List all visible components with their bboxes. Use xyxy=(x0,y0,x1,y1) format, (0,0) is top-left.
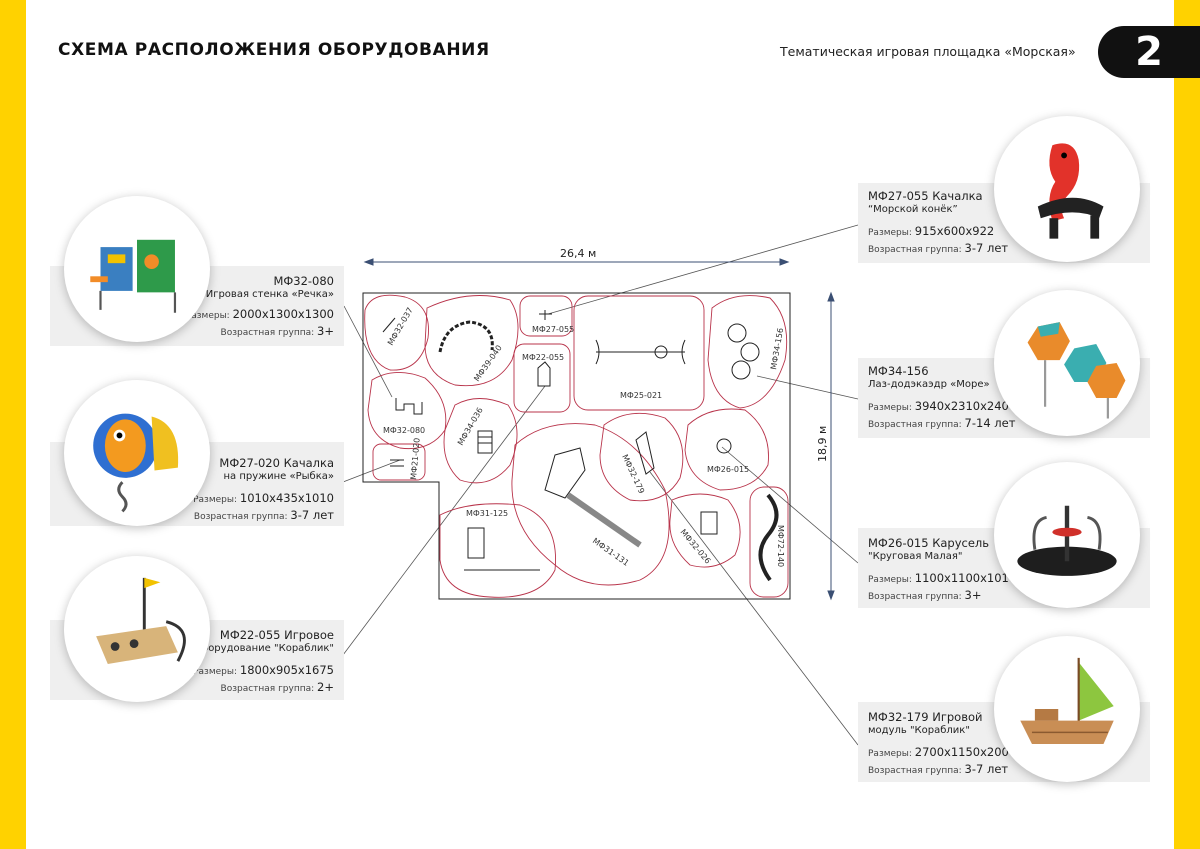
card-age: 3+ xyxy=(317,324,334,338)
site-outline xyxy=(362,292,791,600)
size-label: Размеры: xyxy=(193,667,238,677)
card-name: Лаз-додэкаэдр «Море» xyxy=(868,379,990,390)
card-name: “Морской конёк” xyxy=(868,204,958,215)
zone-label-mf21-020: МФ21-020 xyxy=(409,437,422,480)
card-age: 3+ xyxy=(964,588,982,602)
size-label: Размеры: xyxy=(868,403,912,413)
zone-label-mf34-036: МФ34-036 xyxy=(456,406,485,447)
zone-mf26-015 xyxy=(684,408,769,491)
zone-mf34-156 xyxy=(707,295,788,409)
age-label: Возрастная группа: xyxy=(220,328,315,338)
card-name: модуль "Кораблик" xyxy=(868,725,970,736)
card-code: МФ34-156 xyxy=(868,364,929,378)
card-age: 7-14 лет xyxy=(964,416,1016,430)
zone-label-mf31-131: МФ31-131 xyxy=(591,536,631,568)
zone-label-mf39-040: МФ39-040 xyxy=(472,343,504,383)
rechka-wall-photo-icon xyxy=(64,196,210,342)
page-number-badge: 2 xyxy=(1098,26,1200,78)
carousel-photo-icon xyxy=(994,462,1140,608)
card-size: 1100х1100х1010 xyxy=(914,571,1017,585)
card-age: 3-7 лет xyxy=(964,762,1009,776)
zone-mf25-021 xyxy=(573,295,705,411)
zone-mf31-125 xyxy=(439,503,556,598)
dodecahedron-climber-photo-icon xyxy=(994,290,1140,436)
size-label: Размеры: xyxy=(185,311,230,321)
card-age: 3-7 лет xyxy=(964,241,1009,255)
size-label: Размеры: xyxy=(868,749,912,759)
age-label: Возрастная группа: xyxy=(868,245,962,255)
plan-height-label: 18,9 м xyxy=(816,426,829,462)
zone-mf31-131 xyxy=(511,423,670,586)
seahorse-rocker-photo-icon xyxy=(994,116,1140,262)
card-name: на пружине «Рыбка» xyxy=(223,471,334,482)
zone-mf32-037 xyxy=(364,294,429,371)
page-subtitle: Тематическая игровая площадка «Морская» xyxy=(780,44,1076,59)
zone-mf32-026 xyxy=(669,493,741,568)
card-size: 2000х1300х1300 xyxy=(232,307,334,321)
card-code: МФ27-020 Качалка xyxy=(219,456,334,470)
card-size: 2700х1150х2000 xyxy=(914,745,1017,759)
card-name: оборудование "Кораблик" xyxy=(195,643,334,654)
card-code: МФ22-055 Игровое xyxy=(219,628,334,642)
zone-mf39-040 xyxy=(424,295,519,387)
zone-label-mf32-037: МФ32-037 xyxy=(386,306,415,347)
zone-mf32-080 xyxy=(367,372,447,450)
left-accent-bar xyxy=(0,0,26,849)
card-size: 915х600х922 xyxy=(914,224,995,238)
card-name: Игровая стенка «Речка» xyxy=(205,289,334,300)
plan-width-label: 26,4 м xyxy=(560,247,596,260)
zone-mf21-020 xyxy=(372,443,426,481)
zone-label-mf72-140: МФ72-140 xyxy=(776,525,785,567)
card-age: 3-7 лет xyxy=(290,508,334,522)
age-label: Возрастная группа: xyxy=(220,684,315,694)
card-code: МФ32-179 Игровой xyxy=(868,710,983,724)
zone-mf27-055 xyxy=(519,295,573,337)
zone-label-mf22-055: МФ22-055 xyxy=(522,353,564,362)
zone-label-mf26-015: МФ26-015 xyxy=(707,465,749,474)
page-title: СХЕМА РАСПОЛОЖЕНИЯ ОБОРУДОВАНИЯ xyxy=(58,40,490,60)
zone-label-mf34-156: МФ34-156 xyxy=(769,327,785,370)
zone-mf22-055 xyxy=(513,343,571,413)
card-size: 3940х2310х2400 xyxy=(914,399,1017,413)
zone-label-mf27-055: МФ27-055 xyxy=(532,325,574,334)
size-label: Размеры: xyxy=(193,495,238,505)
ship-equipment-photo-icon xyxy=(64,556,210,702)
size-label: Размеры: xyxy=(868,228,912,238)
size-label: Размеры: xyxy=(868,575,912,585)
card-code: МФ27-055 Качалка xyxy=(868,189,983,203)
zone-label-mf32-179: МФ32-179 xyxy=(620,453,646,495)
site-plan: 26,4 м 18,9 м xyxy=(362,247,835,601)
age-label: Возрастная группа: xyxy=(868,592,962,602)
card-code: МФ26-015 Карусель xyxy=(868,536,990,550)
card-code: МФ32-080 xyxy=(273,274,334,288)
card-size: 1010х435х1010 xyxy=(239,491,334,505)
zone-label-mf31-125: МФ31-125 xyxy=(466,509,508,518)
age-label: Возрастная группа: xyxy=(868,420,962,430)
zone-label-mf32-080: МФ32-080 xyxy=(383,426,425,435)
zone-label-mf25-021: МФ25-021 xyxy=(620,391,662,400)
fish-spring-rocker-photo-icon xyxy=(64,380,210,526)
card-size: 1800х905х1675 xyxy=(239,663,334,677)
age-label: Возрастная группа: xyxy=(868,766,962,776)
card-name: "Круговая Малая" xyxy=(868,551,963,562)
right-accent-bar xyxy=(1174,0,1200,849)
card-age: 2+ xyxy=(317,680,334,694)
zone-label-mf32-026: МФ32-026 xyxy=(678,528,712,566)
ship-module-photo-icon xyxy=(994,636,1140,782)
age-label: Возрастная группа: xyxy=(193,512,288,522)
zone-mf72-140 xyxy=(749,486,789,598)
zone-mf34-036 xyxy=(443,398,518,484)
zone-mf32-179 xyxy=(599,412,684,502)
